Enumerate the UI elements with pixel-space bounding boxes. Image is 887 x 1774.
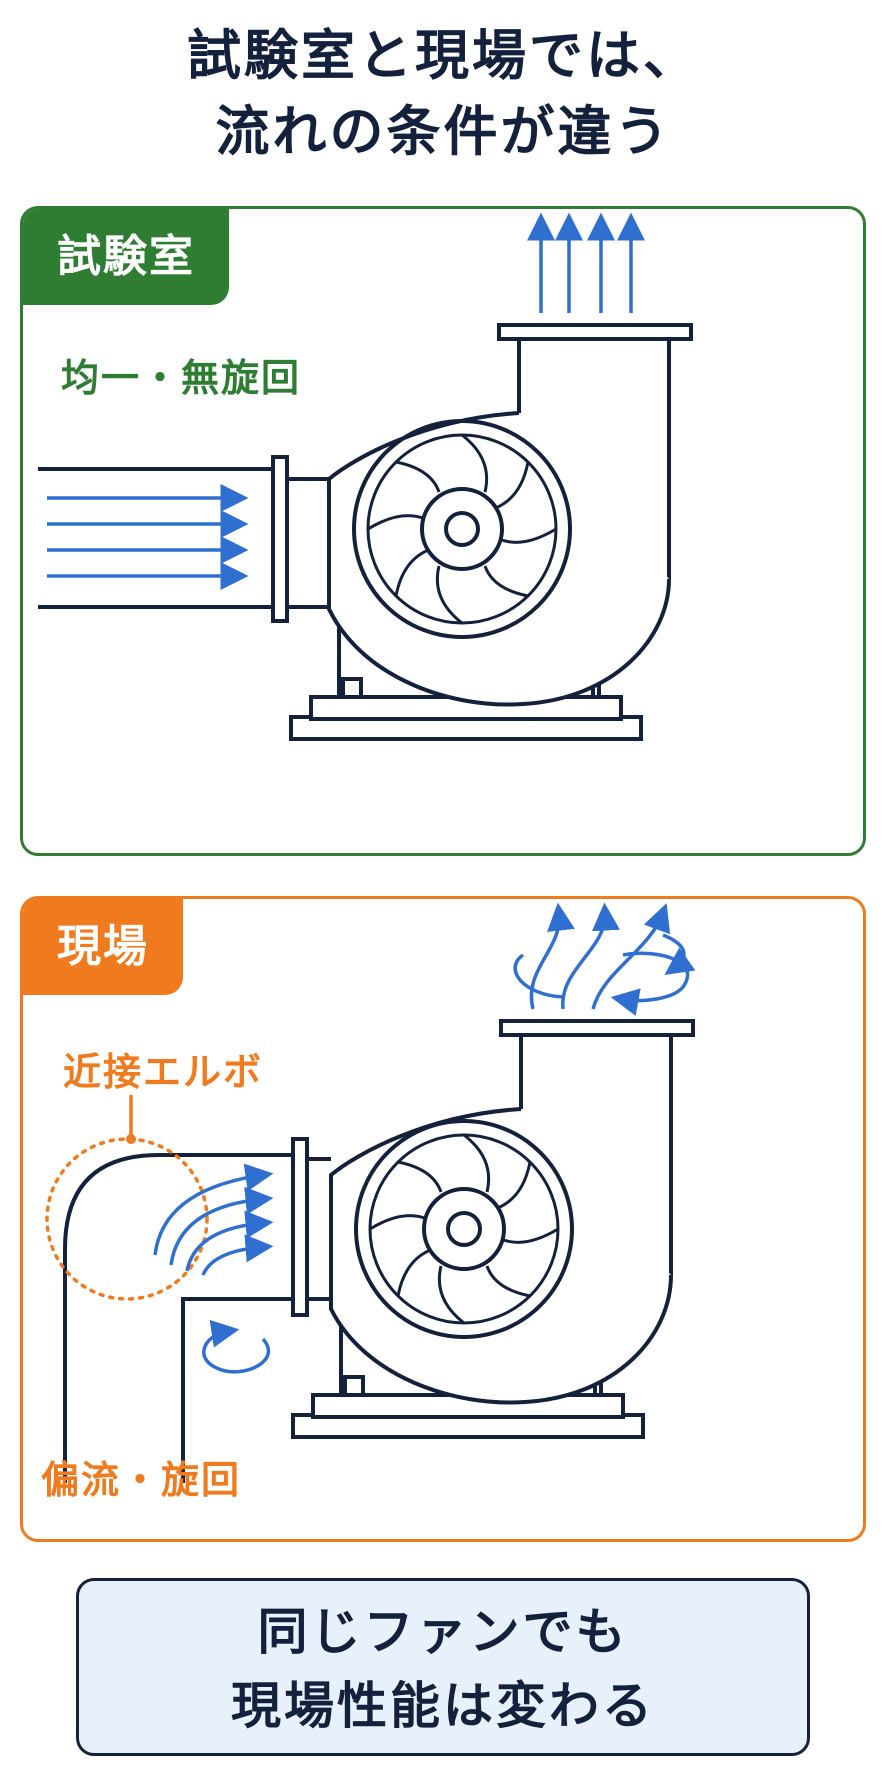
inlet-duct — [38, 455, 329, 623]
field-panel: 現場 近接エルボ 偏流・旋回 — [20, 896, 866, 1542]
elbow-highlight-circle — [45, 1137, 209, 1301]
outlet-flow-arrows — [527, 212, 645, 313]
inlet-swirl-arrow — [202, 1319, 271, 1374]
outlet-swirl-arrows — [513, 902, 696, 1016]
outlet-duct — [499, 1019, 695, 1275]
title-line-1: 試験室と現場では、 — [187, 24, 700, 87]
distorted-flow-arrows — [153, 1163, 274, 1276]
page-title: 試験室と現場では、 流れの条件が違う — [0, 18, 887, 170]
elbow-leader-dot — [126, 1134, 136, 1144]
impeller — [354, 1119, 574, 1339]
conclusion-box: 同じファンでも 現場性能は変わる — [76, 1578, 810, 1756]
conclusion-line-2: 現場性能は変わる — [231, 1677, 655, 1735]
conclusion-line-1: 同じファンでも — [257, 1603, 629, 1661]
field-tab: 現場 — [23, 899, 183, 995]
distorted-flow-label: 偏流・旋回 — [41, 1458, 242, 1502]
uniform-flow-arrows — [47, 484, 249, 590]
fan-volute — [329, 1107, 673, 1405]
impeller — [352, 419, 572, 639]
lab-tab: 試験室 — [23, 209, 229, 305]
title-line-2: 流れの条件が違う — [215, 100, 672, 163]
uniform-flow-label: 均一・無旋回 — [61, 356, 302, 400]
fan-volute — [327, 411, 671, 707]
lab-fan-diagram — [38, 212, 693, 741]
elbow-duct — [63, 1137, 331, 1483]
elbow-label: 近接エルボ — [63, 1050, 264, 1094]
field-fan-diagram — [45, 902, 696, 1483]
lab-panel: 試験室 均一・無旋回 — [20, 206, 866, 856]
outlet-duct — [497, 323, 693, 579]
